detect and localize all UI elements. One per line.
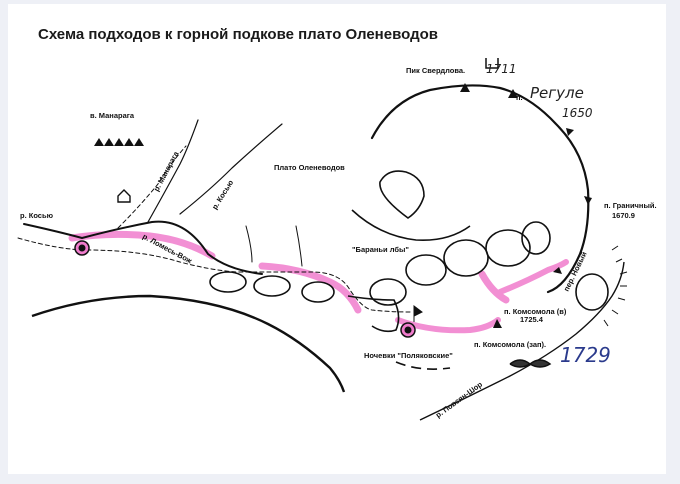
label-kosyu-left: р. Косью (20, 211, 54, 220)
label-sverdlova: Пик Свердлова. (406, 66, 465, 75)
hill-chain-5 (521, 221, 551, 255)
label-barani-lby: "Бараньи лбы" (352, 245, 409, 254)
label-komsomola-zap-hand: 1729 (560, 343, 611, 367)
label-per-novy: пер. Новый (562, 250, 589, 293)
hill-east (575, 273, 609, 311)
label-kosyu-mid: р. Косью (210, 178, 235, 211)
south-contours (31, 261, 625, 421)
label-nochevki: Ночевки "Поляковские" (364, 351, 453, 360)
hill-west-1 (209, 271, 247, 293)
start-camp-icon (74, 240, 90, 256)
nochevki-camp-icon (400, 322, 416, 338)
hill-west-3 (301, 281, 335, 303)
plateau-arc (351, 209, 471, 242)
peak-sverdlova-marker (460, 83, 470, 92)
hatching-east (603, 245, 628, 327)
route-highlight-komsomola (395, 317, 501, 334)
label-plateau: Плато Оленеводов (274, 163, 345, 172)
contour-south-dashed (395, 361, 451, 370)
label-granichny-elev: 1670.9 (612, 211, 635, 220)
hill-west-2 (253, 275, 291, 297)
route-highlight-central (258, 262, 362, 314)
hill-chain-2 (405, 254, 447, 286)
kosyu-river-west (23, 220, 263, 275)
label-regule-elev: 1650 (562, 106, 593, 120)
label-granichny: п. Граничный. (604, 201, 657, 210)
hill-chain-3 (443, 239, 489, 277)
stream-small-2 (295, 225, 303, 267)
map-title: Схема подходов к горной подкове плато Ол… (38, 26, 438, 43)
ridge-triangle-2 (584, 196, 592, 205)
valley-rim (347, 295, 400, 333)
kosyu-river-north (179, 123, 283, 215)
manaraga-peaks-icon (94, 138, 144, 146)
manaraga-river (147, 119, 199, 223)
label-povsyn-shor: р. Повсян-Шор (434, 380, 484, 420)
paper-sheet (8, 4, 666, 474)
peak-regule-marker (508, 89, 518, 98)
label-manaraga: в. Манарага (90, 111, 135, 120)
scribble-mark (509, 359, 552, 368)
label-komsomola-vost: п. Комсомола (в) (504, 307, 567, 316)
route-highlight-east (478, 270, 510, 304)
label-regule-prefix: п. (516, 93, 523, 102)
teardrop-hill (379, 170, 425, 219)
rivers-and-trails (17, 119, 411, 313)
label-regule-name: Регуле (530, 84, 584, 102)
ridge-triangle-3 (553, 267, 562, 274)
terrain-outlines (209, 170, 609, 333)
contour-long (31, 294, 346, 393)
ridge-peak-markers (460, 83, 592, 328)
contour-southeast (419, 261, 625, 421)
trail-dashed-north (117, 145, 187, 229)
label-komsomola-zap: п. Комсомола (зап). (474, 340, 546, 349)
hill-chain-1 (369, 278, 407, 306)
label-komsomola-vost-elev: 1725.4 (520, 315, 544, 324)
horseshoe-ridge (370, 84, 590, 294)
regule-box-mark (485, 58, 499, 69)
trail-dashed (17, 237, 411, 313)
flag-icon (413, 305, 423, 322)
peak-komsomola-vost-marker (493, 319, 502, 328)
ridge-triangle-1 (566, 128, 574, 136)
route-highlight-pass (497, 259, 569, 295)
label-sverdlova-hand: 1711 (486, 62, 517, 76)
hill-chain-4 (485, 229, 531, 267)
stream-small (245, 225, 253, 263)
hut-icon (117, 189, 131, 203)
